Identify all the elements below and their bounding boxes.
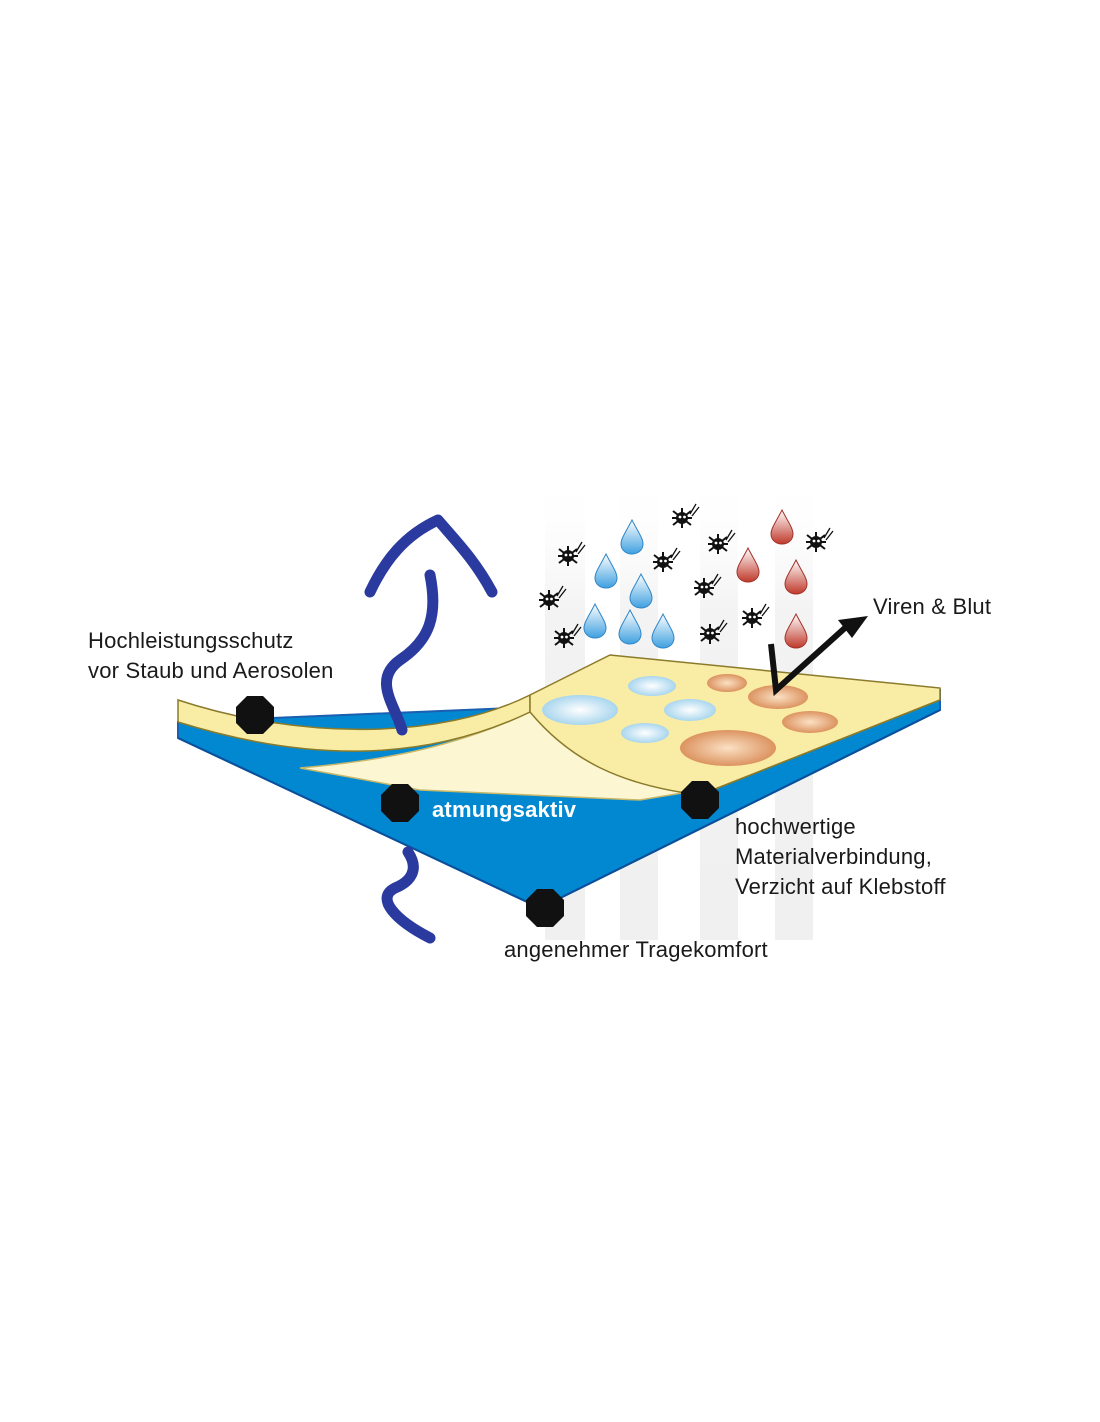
bonding-label-line2: Materialverbindung, bbox=[735, 844, 933, 869]
protection-label-line2: vor Staub und Aerosolen bbox=[88, 658, 334, 683]
comfort-label: angenehmer Tragekomfort bbox=[504, 937, 768, 962]
viruses-blood-label: Viren & Blut bbox=[873, 594, 992, 619]
deflect-arrow-icon bbox=[768, 616, 868, 697]
bonding-label: hochwertige Materialverbindung, Verzicht… bbox=[735, 812, 946, 902]
wave-up-arrow-icon bbox=[364, 514, 498, 736]
blood-spots bbox=[680, 674, 838, 766]
protection-label-line1: Hochleistungsschutz bbox=[88, 628, 294, 653]
bonding-label-line3: Verzicht auf Klebstoff bbox=[735, 874, 946, 899]
bonding-label-line1: hochwertige bbox=[735, 814, 856, 839]
breathable-label: atmungsaktiv bbox=[432, 797, 577, 822]
protection-label: Hochleistungsschutz vor Staub und Aeroso… bbox=[88, 626, 334, 686]
wave-up-icon bbox=[381, 846, 436, 944]
water-spots bbox=[542, 676, 716, 743]
